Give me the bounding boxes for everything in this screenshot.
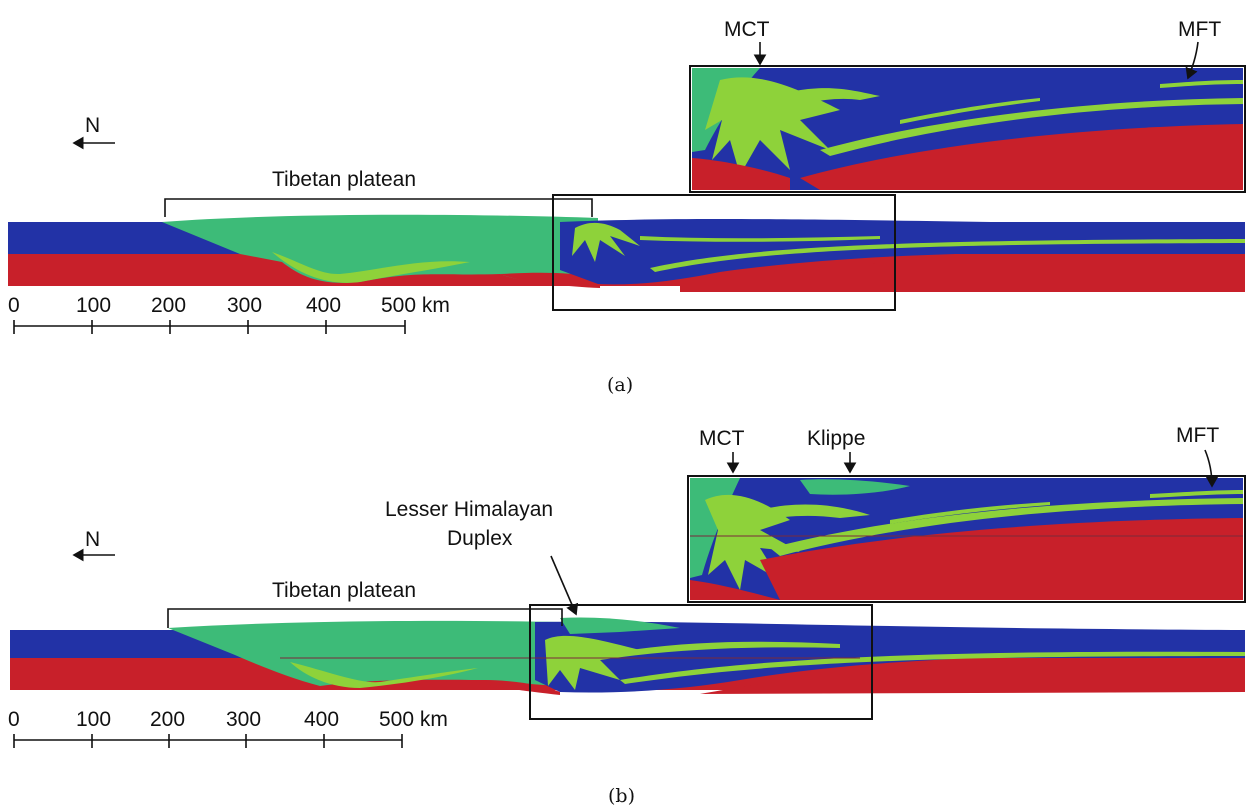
mct-label: MCT	[724, 18, 770, 41]
klippe-label: Klippe	[807, 427, 865, 450]
caption-a: (a)	[607, 374, 633, 396]
scale-tick-label: 300	[226, 708, 261, 731]
scale-tick-label: 500 km	[381, 294, 450, 317]
duplex-arrow-icon	[550, 555, 579, 616]
north-label: N	[85, 114, 100, 137]
scale-bar-b: 0 100 200 300 400 500 km	[8, 708, 448, 748]
panel-b: N 0 100 200 300	[8, 424, 1246, 807]
plateau-label: Tibetan platean	[272, 168, 416, 191]
mft-arrow-icon	[1204, 449, 1219, 488]
scale-tick-label: 500 km	[379, 708, 448, 731]
plateau-bracket	[164, 198, 593, 217]
duplex-label-line1: Lesser Himalayan	[385, 498, 553, 521]
plateau-label: Tibetan platean	[272, 579, 416, 602]
plateau-bracket	[167, 608, 563, 628]
scale-tick-label: 200	[151, 294, 186, 317]
mft-arrow-icon	[1185, 41, 1199, 80]
scale-bar-a: 0 100 200 300 400 500 km	[8, 294, 450, 334]
cross-section-main-a	[8, 214, 1245, 292]
mft-label: MFT	[1176, 424, 1219, 447]
scale-tick-label: 300	[227, 294, 262, 317]
panel-a: N 0 100 200 300 400	[8, 18, 1246, 396]
zoom-region-box	[552, 194, 896, 311]
cross-section-main-b	[10, 617, 1245, 695]
caption-b: (b)	[608, 785, 635, 807]
scale-tick-label: 400	[304, 708, 339, 731]
scale-tick-label: 100	[76, 708, 111, 731]
zoom-region-box	[529, 604, 873, 720]
inset-b	[687, 475, 1246, 603]
scale-tick-label: 400	[306, 294, 341, 317]
scale-tick-label: 0	[8, 294, 20, 317]
duplex-label-line2: Duplex	[447, 527, 513, 550]
north-label: N	[85, 528, 100, 551]
scale-tick-label: 0	[8, 708, 20, 731]
scale-tick-label: 100	[76, 294, 111, 317]
inset-a	[689, 65, 1246, 193]
scale-tick-label: 200	[150, 708, 185, 731]
mct-label: MCT	[699, 427, 745, 450]
mft-label: MFT	[1178, 18, 1221, 41]
